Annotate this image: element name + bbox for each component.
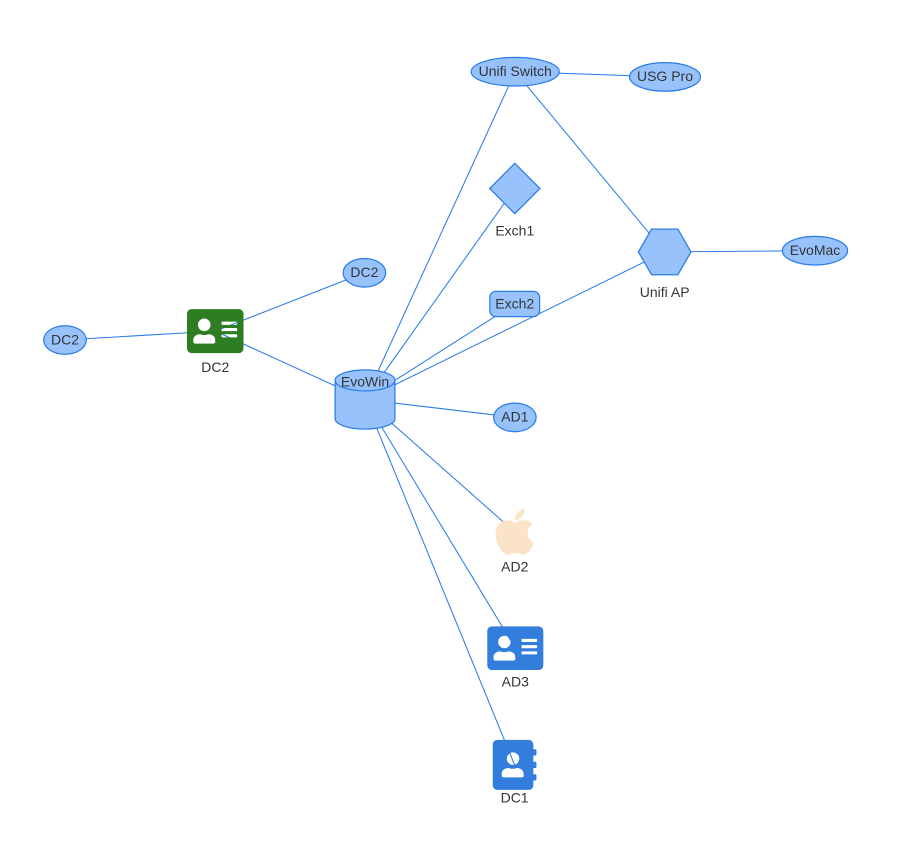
node-shape-ellipse	[342, 257, 387, 288]
node-shape-database-body	[334, 380, 396, 430]
node-label-ad2: AD2	[501, 558, 528, 574]
edge-evowin--dc1	[364, 399, 516, 766]
node-label-unifi-ap: Unifi AP	[640, 284, 690, 300]
edge-evowin--unifi-switch	[364, 71, 516, 400]
apple-icon	[495, 509, 534, 555]
node-label-exch1: Exch1	[495, 223, 534, 239]
node-label-dc2-card: DC2	[201, 359, 229, 375]
node-shape-ellipse	[781, 235, 849, 266]
edge-evowin--unifi-ap	[364, 251, 665, 400]
node-unifi-switch[interactable]: Unifi Switch	[470, 56, 560, 87]
node-shape-ellipse	[470, 56, 560, 87]
node-dc2-ellipse-top[interactable]: DC2	[342, 257, 387, 288]
node-dc1[interactable]: DC1	[492, 739, 537, 806]
node-label-dc2-ellipse-left: DC2	[51, 331, 79, 347]
node-shape-ellipse	[43, 325, 87, 355]
node-shape-diamond	[488, 162, 541, 215]
node-evowin[interactable]: EvoWin	[334, 369, 396, 430]
node-shape-ellipse	[493, 402, 537, 433]
node-unifi-ap[interactable]: Unifi AP	[637, 228, 692, 300]
node-ad1[interactable]: AD1	[493, 402, 537, 433]
edge-evowin--ad3	[364, 399, 516, 649]
address-book-icon	[492, 739, 537, 790]
node-ad2[interactable]: AD2	[495, 509, 534, 574]
node-label-usg-pro: USG Pro	[637, 68, 693, 84]
node-label-unifi-switch: Unifi Switch	[479, 63, 552, 79]
node-ad3[interactable]: AD3	[487, 626, 544, 690]
node-label-ad1: AD1	[501, 409, 528, 425]
edge-evowin--exch1	[364, 188, 516, 400]
node-exch2[interactable]: Exch2	[489, 290, 541, 318]
edges-layer	[64, 71, 816, 766]
node-label-evomac: EvoMac	[790, 242, 841, 258]
node-evomac[interactable]: EvoMac	[781, 235, 849, 266]
node-shape-ellipse	[628, 61, 702, 92]
edge-unifi-switch--unifi-ap	[514, 71, 666, 253]
node-dc2-ellipse-left[interactable]: DC2	[43, 325, 87, 355]
node-label-exch2: Exch2	[495, 295, 534, 311]
node-label-dc1: DC1	[501, 790, 529, 806]
node-label-evowin: EvoWin	[341, 374, 389, 390]
address-card-icon	[187, 309, 244, 354]
node-label-ad3: AD3	[502, 674, 529, 690]
node-shape-database-top	[334, 369, 396, 392]
node-usg-pro[interactable]: USG Pro	[628, 61, 702, 92]
node-shape-box	[489, 290, 541, 318]
node-shape-hexagon	[637, 228, 692, 276]
node-exch1[interactable]: Exch1	[488, 162, 541, 239]
node-dc2-card[interactable]: DC2	[187, 309, 244, 375]
address-card-icon	[487, 626, 544, 670]
node-label-dc2-ellipse-top: DC2	[350, 264, 378, 280]
